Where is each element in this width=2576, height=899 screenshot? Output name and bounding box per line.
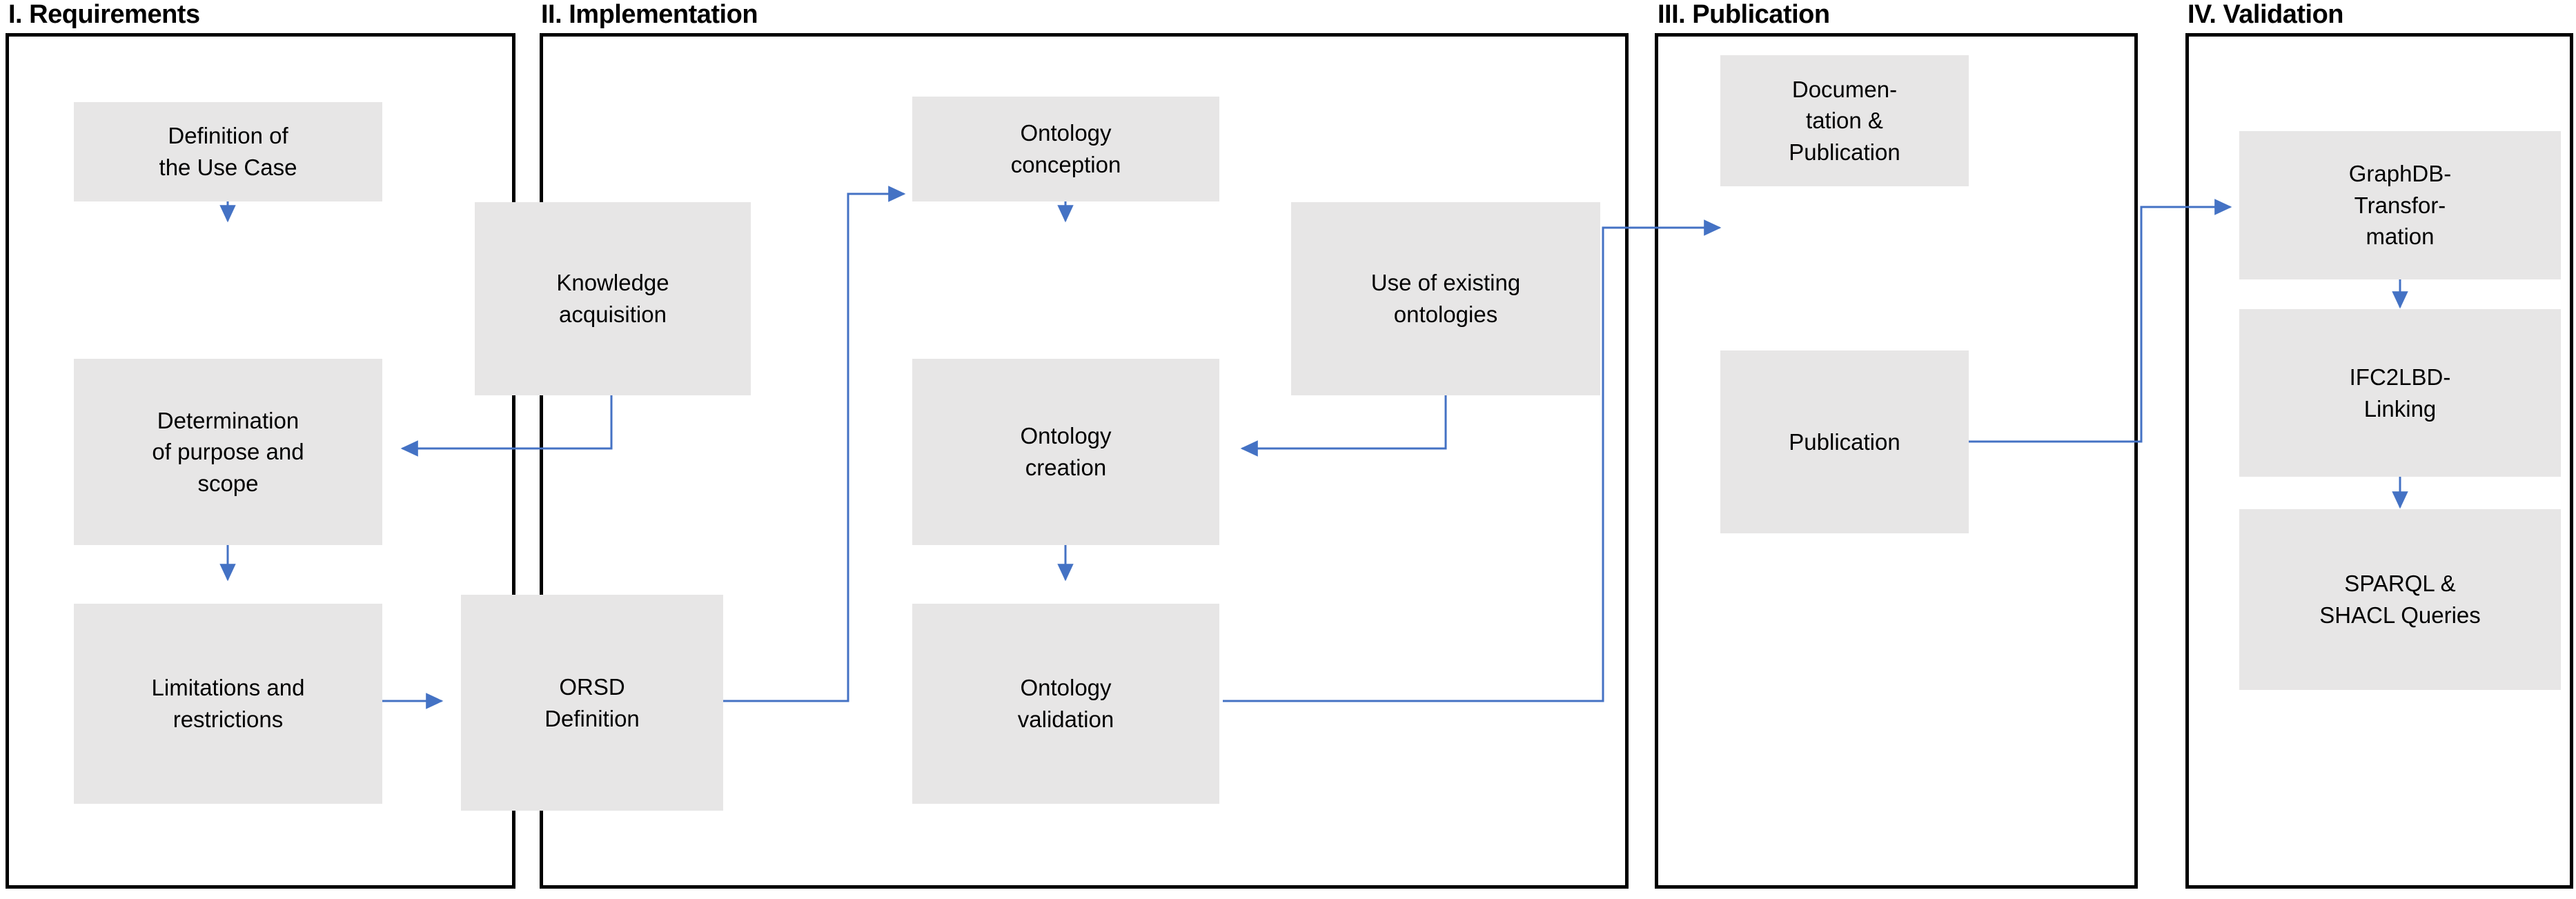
node-line: Limitations and — [151, 675, 305, 701]
node-line: Definition of — [168, 123, 288, 149]
node-line: Ontology — [1020, 423, 1112, 449]
node-line: validation — [1017, 707, 1114, 732]
node-line: the Use Case — [159, 155, 297, 180]
node-line: Publication — [1789, 139, 1900, 165]
node-orsd-definition[interactable]: ORSD Definition — [461, 595, 723, 811]
node-line: Publication — [1789, 428, 1900, 455]
node-ontology-validation[interactable]: Ontology validation — [912, 604, 1219, 804]
node-publication[interactable]: Publication — [1720, 350, 1969, 533]
phase-title-publication: III. Publication — [1658, 0, 1830, 29]
node-line: Ontology — [1020, 120, 1112, 146]
node-line: Documen- — [1791, 76, 1898, 102]
node-line: ORSD — [559, 673, 625, 700]
node-line: Transfor- — [2354, 192, 2446, 218]
node-line: Ontology — [1020, 675, 1112, 701]
node-line: ontologies — [1393, 302, 1498, 327]
node-line: tation & — [1806, 108, 1883, 134]
node-ontology-creation[interactable]: Ontology creation — [912, 359, 1219, 545]
node-line: Linking — [2363, 395, 2437, 422]
node-documentation-publication[interactable]: Documen- tation & Publication — [1720, 55, 1969, 186]
node-ifc2lbd-linking[interactable]: IFC2LBD- Linking — [2239, 309, 2561, 477]
node-line: IFC2LBD- — [2349, 364, 2451, 390]
node-determination-purpose-scope[interactable]: Determination of purpose and scope — [74, 359, 382, 545]
node-definition-use-case[interactable]: Definition of the Use Case — [74, 102, 382, 201]
node-line: GraphDB- — [2348, 161, 2452, 187]
node-sparql-shacl-queries[interactable]: SPARQL & SHACL Queries — [2239, 509, 2561, 690]
node-use-existing-ontologies[interactable]: Use of existing ontologies — [1291, 202, 1600, 395]
phase-title-validation: IV. Validation — [2187, 0, 2344, 29]
phase-title-requirements: I. Requirements — [8, 0, 200, 29]
node-line: mation — [2366, 224, 2435, 250]
node-line: SHACL Queries — [2319, 602, 2481, 628]
node-line: Use of existing — [1370, 270, 1521, 296]
node-ontology-conception[interactable]: Ontology conception — [912, 97, 1219, 201]
node-line: creation — [1025, 455, 1107, 480]
node-line: Determination — [157, 407, 299, 433]
node-line: Knowledge — [556, 270, 669, 296]
node-knowledge-acquisition[interactable]: Knowledge acquisition — [475, 202, 751, 395]
node-line: SPARQL & — [2344, 571, 2456, 597]
node-graphdb-transformation[interactable]: GraphDB- Transfor- mation — [2239, 131, 2561, 279]
node-line: Definition — [544, 705, 640, 731]
node-line: scope — [197, 470, 259, 496]
phase-frame-validation — [2185, 33, 2573, 889]
node-line: acquisition — [559, 302, 667, 327]
phase-frame-requirements — [6, 33, 515, 889]
node-line: conception — [1010, 152, 1121, 177]
node-line: of purpose and — [152, 439, 304, 465]
node-limitations-restrictions[interactable]: Limitations and restrictions — [74, 604, 382, 804]
node-line: restrictions — [173, 707, 284, 732]
phase-title-implementation: II. Implementation — [541, 0, 758, 29]
